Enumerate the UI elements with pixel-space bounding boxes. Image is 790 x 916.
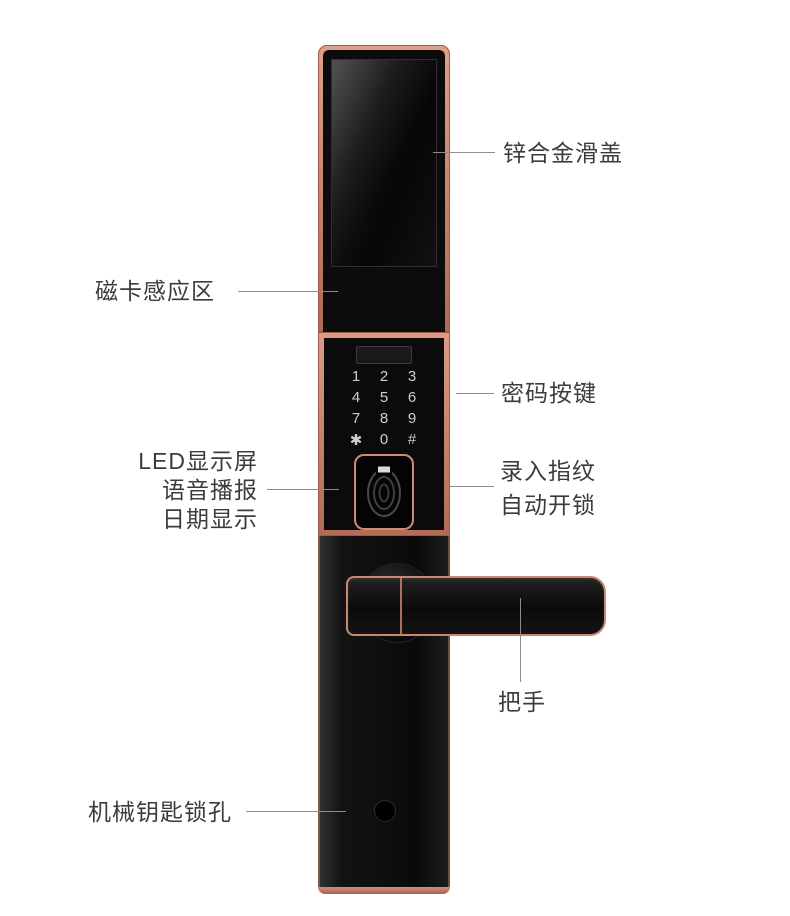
keypad-key-1: 1 xyxy=(351,368,361,385)
callout-line-fingerprint xyxy=(450,486,494,487)
handle-neck xyxy=(348,578,402,634)
keypad-key-8: 8 xyxy=(379,410,389,427)
keypad-key-5: 5 xyxy=(379,389,389,406)
callout-label-fingerprint: 录入指纹 自动开锁 xyxy=(500,454,596,522)
keypad-key-7: 7 xyxy=(351,410,361,427)
callout-label-password-keys: 密码按键 xyxy=(501,380,597,406)
callout-label-fingerprint-line2: 自动开锁 xyxy=(500,492,596,518)
callout-label-led-line2: 语音播报 xyxy=(162,477,258,503)
keypad-key-4: 4 xyxy=(351,389,361,406)
card-sensing-stripes xyxy=(328,288,440,325)
keypad-key-2: 2 xyxy=(379,368,389,385)
slide-cover-panel xyxy=(318,45,450,332)
callout-line-keyhole xyxy=(246,811,346,812)
fingerprint-sensor xyxy=(354,454,414,530)
callout-label-led-line1: LED显示屏 xyxy=(138,448,258,474)
keypad-key-3: 3 xyxy=(407,368,417,385)
keypad-key-star: ✱ xyxy=(349,431,363,449)
callout-label-keyhole: 机械钥匙锁孔 xyxy=(88,799,232,825)
keypad-panel: 1 2 3 4 5 6 7 8 9 ✱ 0 # xyxy=(318,332,450,536)
fingerprint-icon xyxy=(367,465,401,517)
callout-label-card-area: 磁卡感应区 xyxy=(95,278,215,304)
callout-line-password-keys xyxy=(456,393,494,394)
bottom-cap xyxy=(318,887,450,894)
led-display-window xyxy=(356,346,412,364)
door-handle xyxy=(346,576,606,636)
keypad-key-6: 6 xyxy=(407,389,417,406)
keypad-grid: 1 2 3 4 5 6 7 8 9 ✱ 0 # xyxy=(342,366,426,450)
slide-cover-face xyxy=(323,50,445,332)
callout-line-led-display xyxy=(267,489,339,490)
callout-label-led-line3: 日期显示 xyxy=(162,506,258,532)
callout-line-handle xyxy=(520,598,521,682)
keypad-face: 1 2 3 4 5 6 7 8 9 ✱ 0 # xyxy=(324,338,444,530)
callout-line-card-area xyxy=(238,291,338,292)
callout-line-slide-cover xyxy=(433,152,495,153)
keypad-key-hash: # xyxy=(407,431,417,448)
callout-label-fingerprint-line1: 录入指纹 xyxy=(500,458,596,484)
callout-label-handle: 把手 xyxy=(498,689,546,715)
keypad-key-9: 9 xyxy=(407,410,417,427)
mechanical-keyhole xyxy=(374,800,396,822)
keypad-key-0: 0 xyxy=(379,431,389,448)
callout-label-led-display: LED显示屏 语音播报 日期显示 xyxy=(58,447,258,534)
callout-label-slide-cover: 锌合金滑盖 xyxy=(503,140,623,166)
glass-reflection xyxy=(331,59,437,267)
